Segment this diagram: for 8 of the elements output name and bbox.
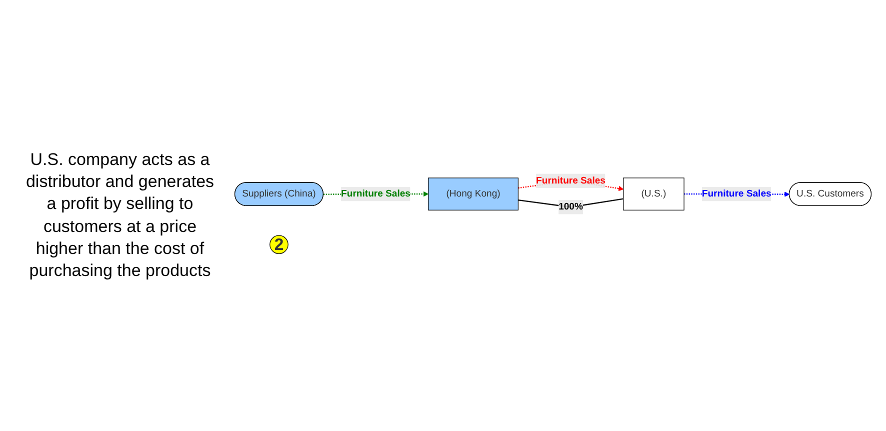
edge-label: Furniture Sales (536, 176, 606, 186)
node-box: (Hong Kong) (428, 178, 518, 210)
node-circle: 2 (270, 235, 288, 254)
node-box: (U.S.) (623, 178, 684, 210)
edge-label: Furniture Sales (702, 188, 772, 199)
note-text: U.S. company acts as a distributor and generates a profit by selling to customers at a price higher than the cost of purchasing the products (24, 149, 216, 282)
edge-label: 100% (558, 202, 583, 212)
edge-label: Furniture Sales (341, 188, 410, 199)
